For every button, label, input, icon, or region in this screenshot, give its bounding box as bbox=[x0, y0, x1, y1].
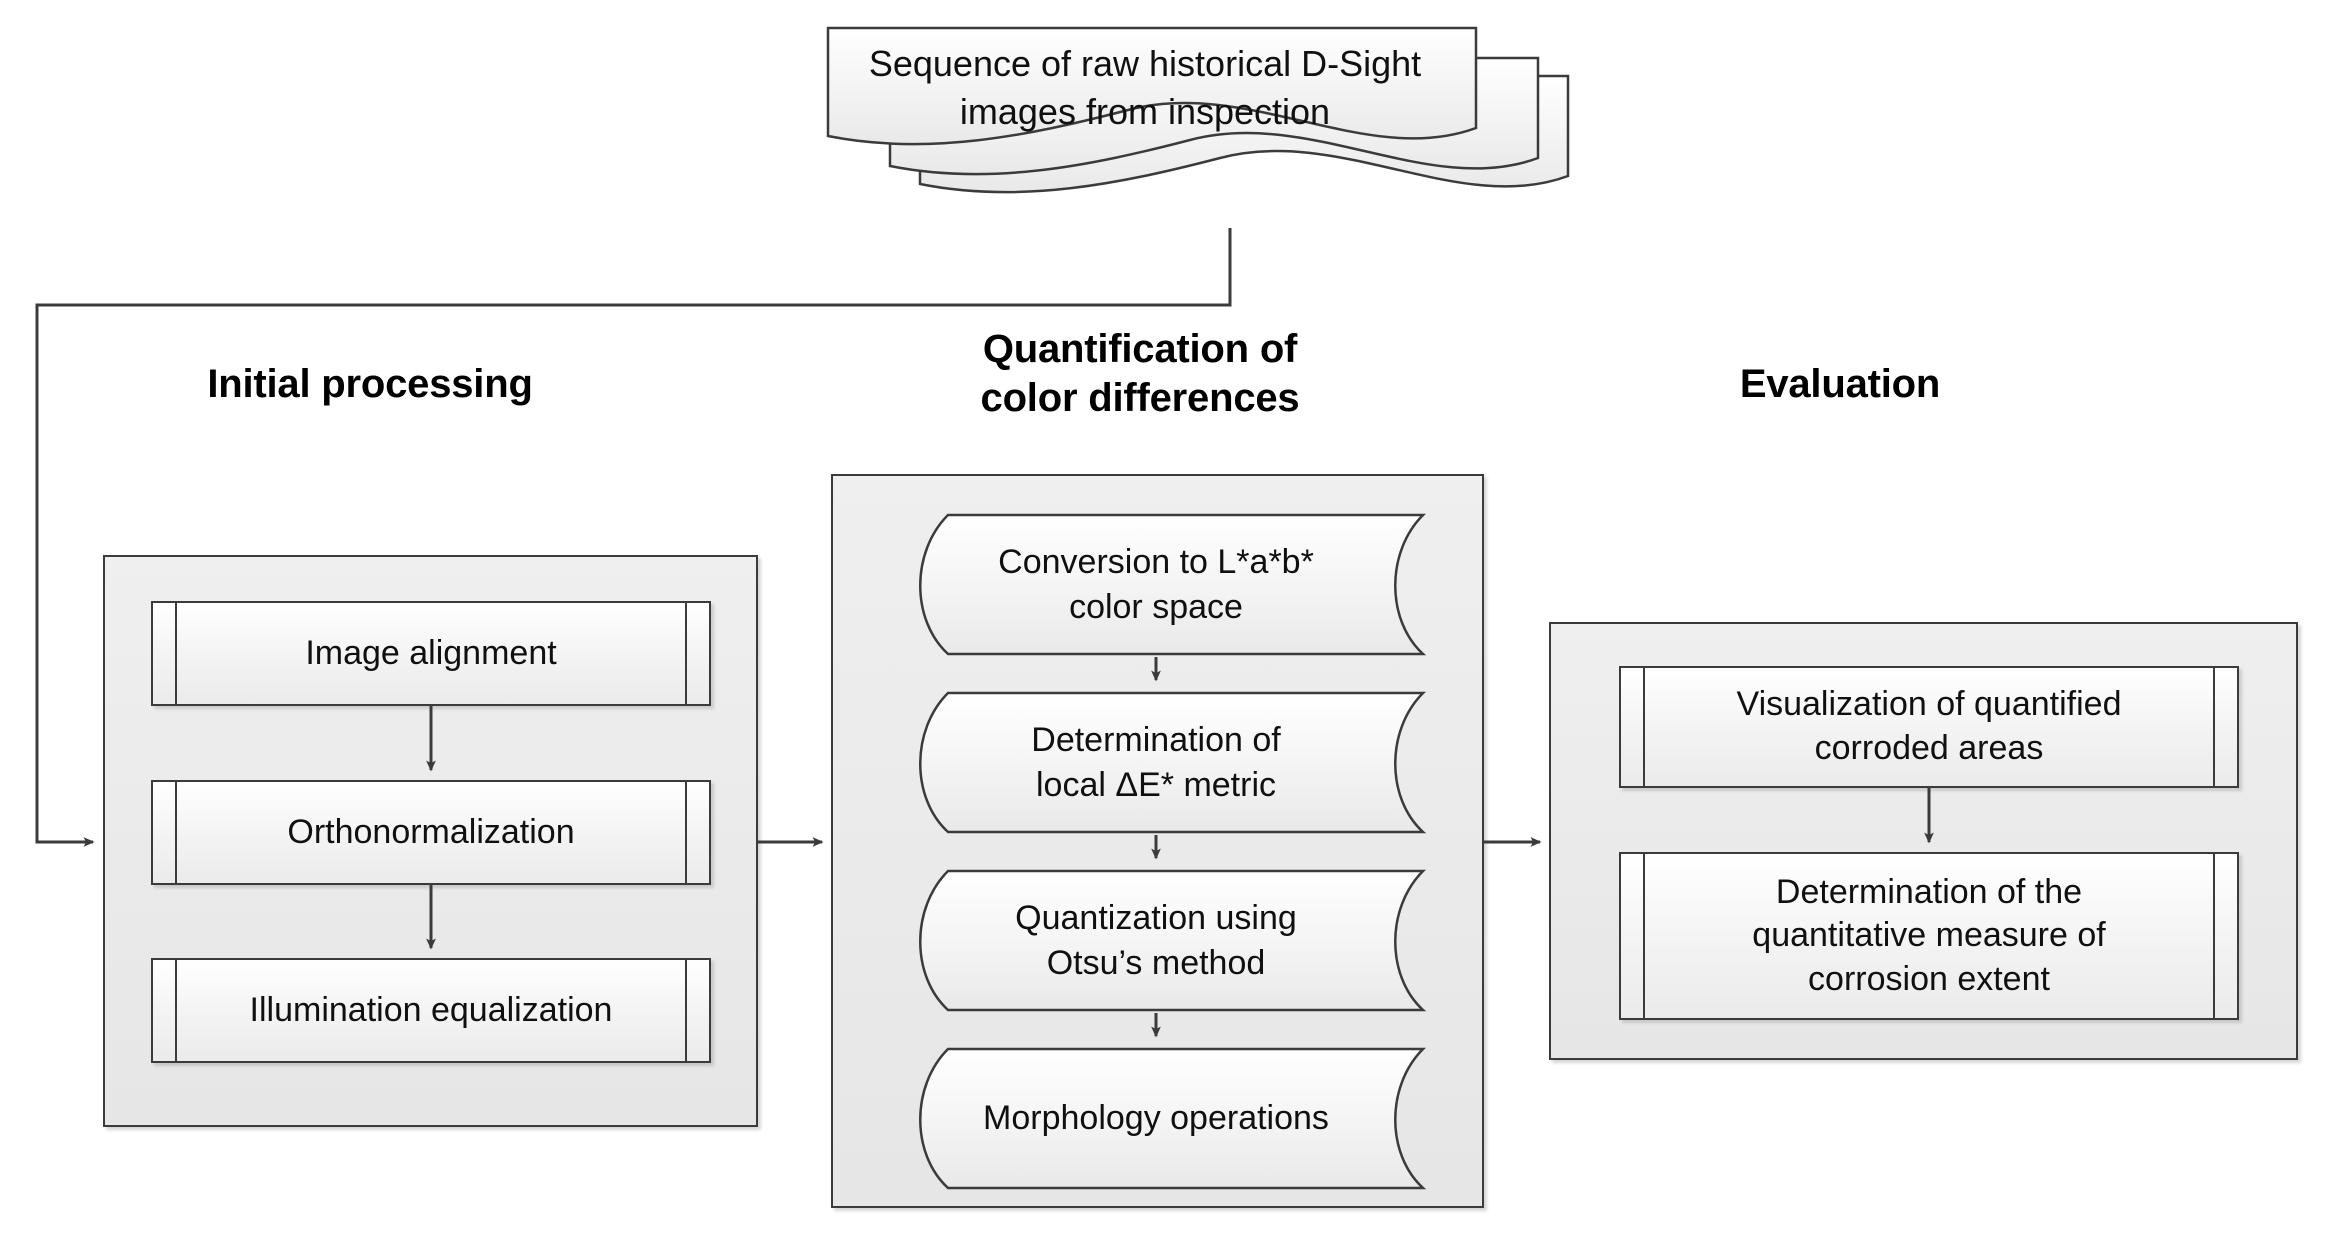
node-visualization-corroded-areas[interactable]: Visualization of quantified corroded are… bbox=[1619, 666, 2239, 788]
node-morphology-operations-label: Morphology operations bbox=[983, 1099, 1329, 1138]
node-determination-corrosion-extent[interactable]: Determination of the quantitative measur… bbox=[1619, 852, 2239, 1020]
node-orthonormalization-label: Orthonormalization bbox=[287, 812, 575, 851]
node-determination-local-delta-e[interactable]: Determination of local ΔE* metric bbox=[886, 690, 1426, 835]
source-node-label: Sequence of raw historical D-Sight image… bbox=[868, 43, 1422, 132]
document-stack-icon bbox=[826, 26, 1570, 194]
node-illumination-equalization-label: Illumination equalization bbox=[249, 990, 613, 1029]
stored-data-icon bbox=[919, 869, 1426, 1012]
source-document-stack-node: Sequence of raw historical D-Sight image… bbox=[820, 18, 1600, 238]
node-visualization-corroded-areas-label: Visualization of quantified corroded are… bbox=[1736, 685, 2122, 767]
node-conversion-to-lab-label: Conversion to L*a*b* color space bbox=[998, 543, 1314, 626]
node-conversion-to-lab[interactable]: Conversion to L*a*b* color space bbox=[886, 512, 1426, 657]
node-quantization-otsu[interactable]: Quantization using Otsu’s method bbox=[886, 868, 1426, 1013]
node-determination-local-delta-e-label: Determination of local ΔE* metric bbox=[1031, 721, 1281, 804]
section-heading-evaluation: Evaluation bbox=[1739, 362, 1941, 406]
stored-data-icon bbox=[919, 1047, 1426, 1190]
node-image-alignment-label: Image alignment bbox=[305, 633, 557, 672]
node-quantization-otsu-label: Quantization using Otsu’s method bbox=[1015, 899, 1297, 982]
node-morphology-operations[interactable]: Morphology operations bbox=[886, 1046, 1426, 1191]
node-image-alignment[interactable]: Image alignment bbox=[151, 601, 711, 706]
section-heading-quantification: Quantification of color differences bbox=[980, 327, 1300, 420]
section-heading-initial-processing: Initial processing bbox=[207, 362, 533, 406]
node-determination-corrosion-extent-label: Determination of the quantitative measur… bbox=[1752, 872, 2106, 998]
node-orthonormalization[interactable]: Orthonormalization bbox=[151, 780, 711, 885]
node-illumination-equalization[interactable]: Illumination equalization bbox=[151, 958, 711, 1063]
